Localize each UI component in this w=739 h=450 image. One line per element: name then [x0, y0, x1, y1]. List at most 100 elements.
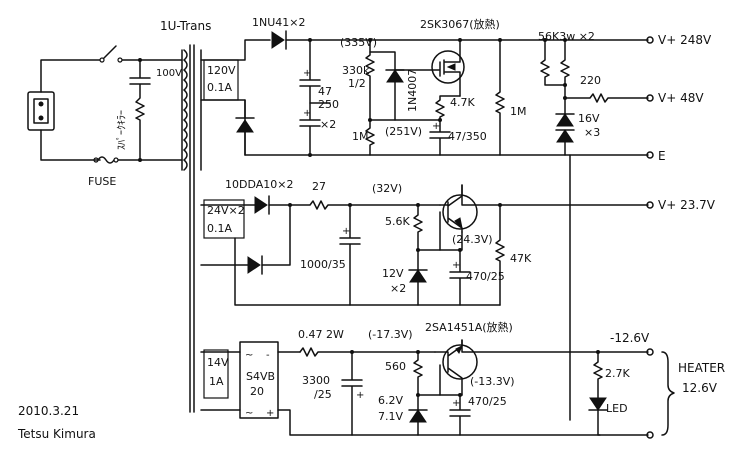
- r220-label: 220: [580, 74, 601, 87]
- output-23v: V+ 23.7V: [646, 198, 716, 212]
- z16-label: 16V: [578, 112, 600, 125]
- outputs-hv: V+ 248V V+ 48V E: [646, 33, 712, 163]
- filter-caps-b: + + 47 250 ×2: [299, 38, 339, 157]
- out-237v-label: V+ 23.7V: [658, 198, 716, 212]
- led-indicator: 2.7K LED: [588, 350, 649, 436]
- out-126v-label: -12.6V: [610, 331, 650, 345]
- heater-output: -12.6V HEATER 12.6V: [610, 331, 725, 439]
- svg-text:+: +: [303, 68, 311, 79]
- zener-62v: 6.2V 7.1V: [378, 393, 428, 436]
- fuse: FUSE: [88, 156, 183, 188]
- svg-text:×3: ×3: [584, 126, 600, 139]
- r330k: (335V) 330k 1/2 1M: [340, 36, 377, 156]
- diode-1nu41-label: 1NU41×2: [252, 16, 306, 29]
- diode-1n4007: 1N4007 (251V): [369, 51, 422, 138]
- ac-inlet: [27, 59, 101, 161]
- svg-text:+: +: [342, 226, 350, 237]
- led-label: LED: [606, 402, 628, 415]
- bridge-rectifier: ~ ~ - + S4VB 20: [239, 341, 601, 436]
- r330k-label: 330k: [342, 64, 370, 77]
- cap-470-25b: + 470/25: [439, 393, 507, 436]
- transistor-mid: 5.6K (24.3V): [385, 184, 649, 251]
- r56k-pair: 56K3w ×2: [538, 30, 595, 87]
- cap-100v-label: 100V: [156, 68, 182, 79]
- svg-text:/25: /25: [314, 388, 332, 401]
- spark-killer: ｽﾊﾟｰｸｷﾗｰ 100V: [116, 58, 182, 162]
- z12-label: 12V: [382, 267, 404, 280]
- svg-text:+: +: [266, 408, 274, 419]
- cap-470-25a: + 470/25: [439, 231, 505, 306]
- power-switch: [99, 45, 183, 63]
- v173-label: (-17.3V): [368, 328, 413, 341]
- r047-2w: 0.47 2W (-17.3V): [298, 328, 436, 357]
- diode-10dda10-label: 10DDA10×2: [225, 178, 293, 191]
- svg-text:+: +: [356, 390, 364, 401]
- transistor-2sa1451a: 2SA1451A(放熱) 560 (-13.3V): [385, 320, 649, 396]
- svg-text:250: 250: [318, 98, 339, 111]
- secondary-120v: 120V 0.1A: [200, 39, 271, 156]
- v133-label: (-13.3V): [470, 375, 515, 388]
- date-label: 2010.3.21: [18, 404, 79, 418]
- c3300-label: 3300: [302, 374, 330, 387]
- transformer: 1U-Trans: [160, 19, 211, 413]
- secondary-14v: 14V 1A: [200, 349, 241, 411]
- out-e-label: E: [658, 149, 666, 163]
- svg-text:1/2: 1/2: [348, 77, 366, 90]
- sec-120v-label: 120V: [207, 64, 236, 77]
- secondary-24v: 24V×2 0.1A 10DDA10×2: [200, 178, 501, 306]
- rectifier-diodes-mid: [247, 195, 292, 275]
- v335-label: (335V): [340, 36, 377, 49]
- v251-label: (251V): [385, 125, 422, 138]
- r47k-b-label: 47K: [510, 252, 532, 265]
- cap-3300-25: + 3300 /25: [302, 350, 364, 436]
- svg-text:0.1A: 0.1A: [207, 81, 232, 94]
- d1n4007-label: 1N4007: [406, 69, 419, 112]
- trans-label: 1U-Trans: [160, 19, 211, 33]
- svg-text:×2: ×2: [390, 282, 406, 295]
- out-248v-label: V+ 248V: [658, 33, 712, 47]
- heater-label: HEATER: [678, 361, 725, 375]
- svg-text:20: 20: [250, 385, 264, 398]
- zener-12v: 12V ×2: [382, 248, 428, 306]
- r27-label: 27: [312, 180, 326, 193]
- x2a-label: ×2: [320, 118, 336, 131]
- c470-25b-label: 470/25: [468, 395, 507, 408]
- rectifier-diode-top: 1NU41×2: [235, 16, 649, 156]
- r560-label: 560: [385, 360, 406, 373]
- sec-24v-label: 24V×2: [207, 204, 245, 217]
- r1m-a-label: 1M: [352, 130, 369, 143]
- source-resistor: 4.7K + 47/350: [394, 95, 487, 156]
- spark-killer-label: ｽﾊﾟｰｸｷﾗｰ: [116, 110, 128, 150]
- svg-text:7.1V: 7.1V: [378, 410, 403, 423]
- out-48v-label: V+ 48V: [658, 91, 704, 105]
- r27k-label: 2.7K: [605, 367, 630, 380]
- bridge-label: S4VB: [246, 370, 275, 383]
- q3-label: 2SA1451A(放熱): [425, 320, 513, 334]
- fuse-label: FUSE: [88, 175, 116, 188]
- c47-350-label: 47/350: [448, 130, 487, 143]
- v32-label: (32V): [372, 182, 402, 195]
- svg-text:12.6V: 12.6V: [682, 381, 718, 395]
- c1000-label: 1000/35: [300, 258, 346, 271]
- r47k-b: 47K: [495, 203, 532, 306]
- z62-label: 6.2V: [378, 394, 403, 407]
- sec-14v-label: 14V: [207, 356, 229, 369]
- zener-16v: 220 16V ×3: [555, 74, 649, 421]
- author-label: Tetsu Kimura: [17, 427, 96, 441]
- mosfet-2sk3067: 2SK3067(放熱): [394, 17, 500, 97]
- svg-text:+: +: [452, 260, 460, 271]
- svg-text:~: ~: [245, 350, 253, 361]
- svg-text:+: +: [452, 398, 460, 409]
- q1-label: 2SK3067(放熱): [420, 17, 500, 31]
- v243-label: (24.3V): [452, 233, 493, 246]
- svg-text:1A: 1A: [209, 375, 224, 388]
- cap-1000-35: + 1000/35: [300, 203, 361, 306]
- r047-label: 0.47 2W: [298, 328, 344, 341]
- cap-47-250-label: 47: [318, 85, 332, 98]
- r56k-b-label: 5.6K: [385, 215, 410, 228]
- svg-text:+: +: [303, 108, 311, 119]
- r47k-a-label: 4.7K: [450, 96, 475, 109]
- r1m-b-label: 1M: [510, 105, 527, 118]
- svg-text:+: +: [432, 121, 440, 132]
